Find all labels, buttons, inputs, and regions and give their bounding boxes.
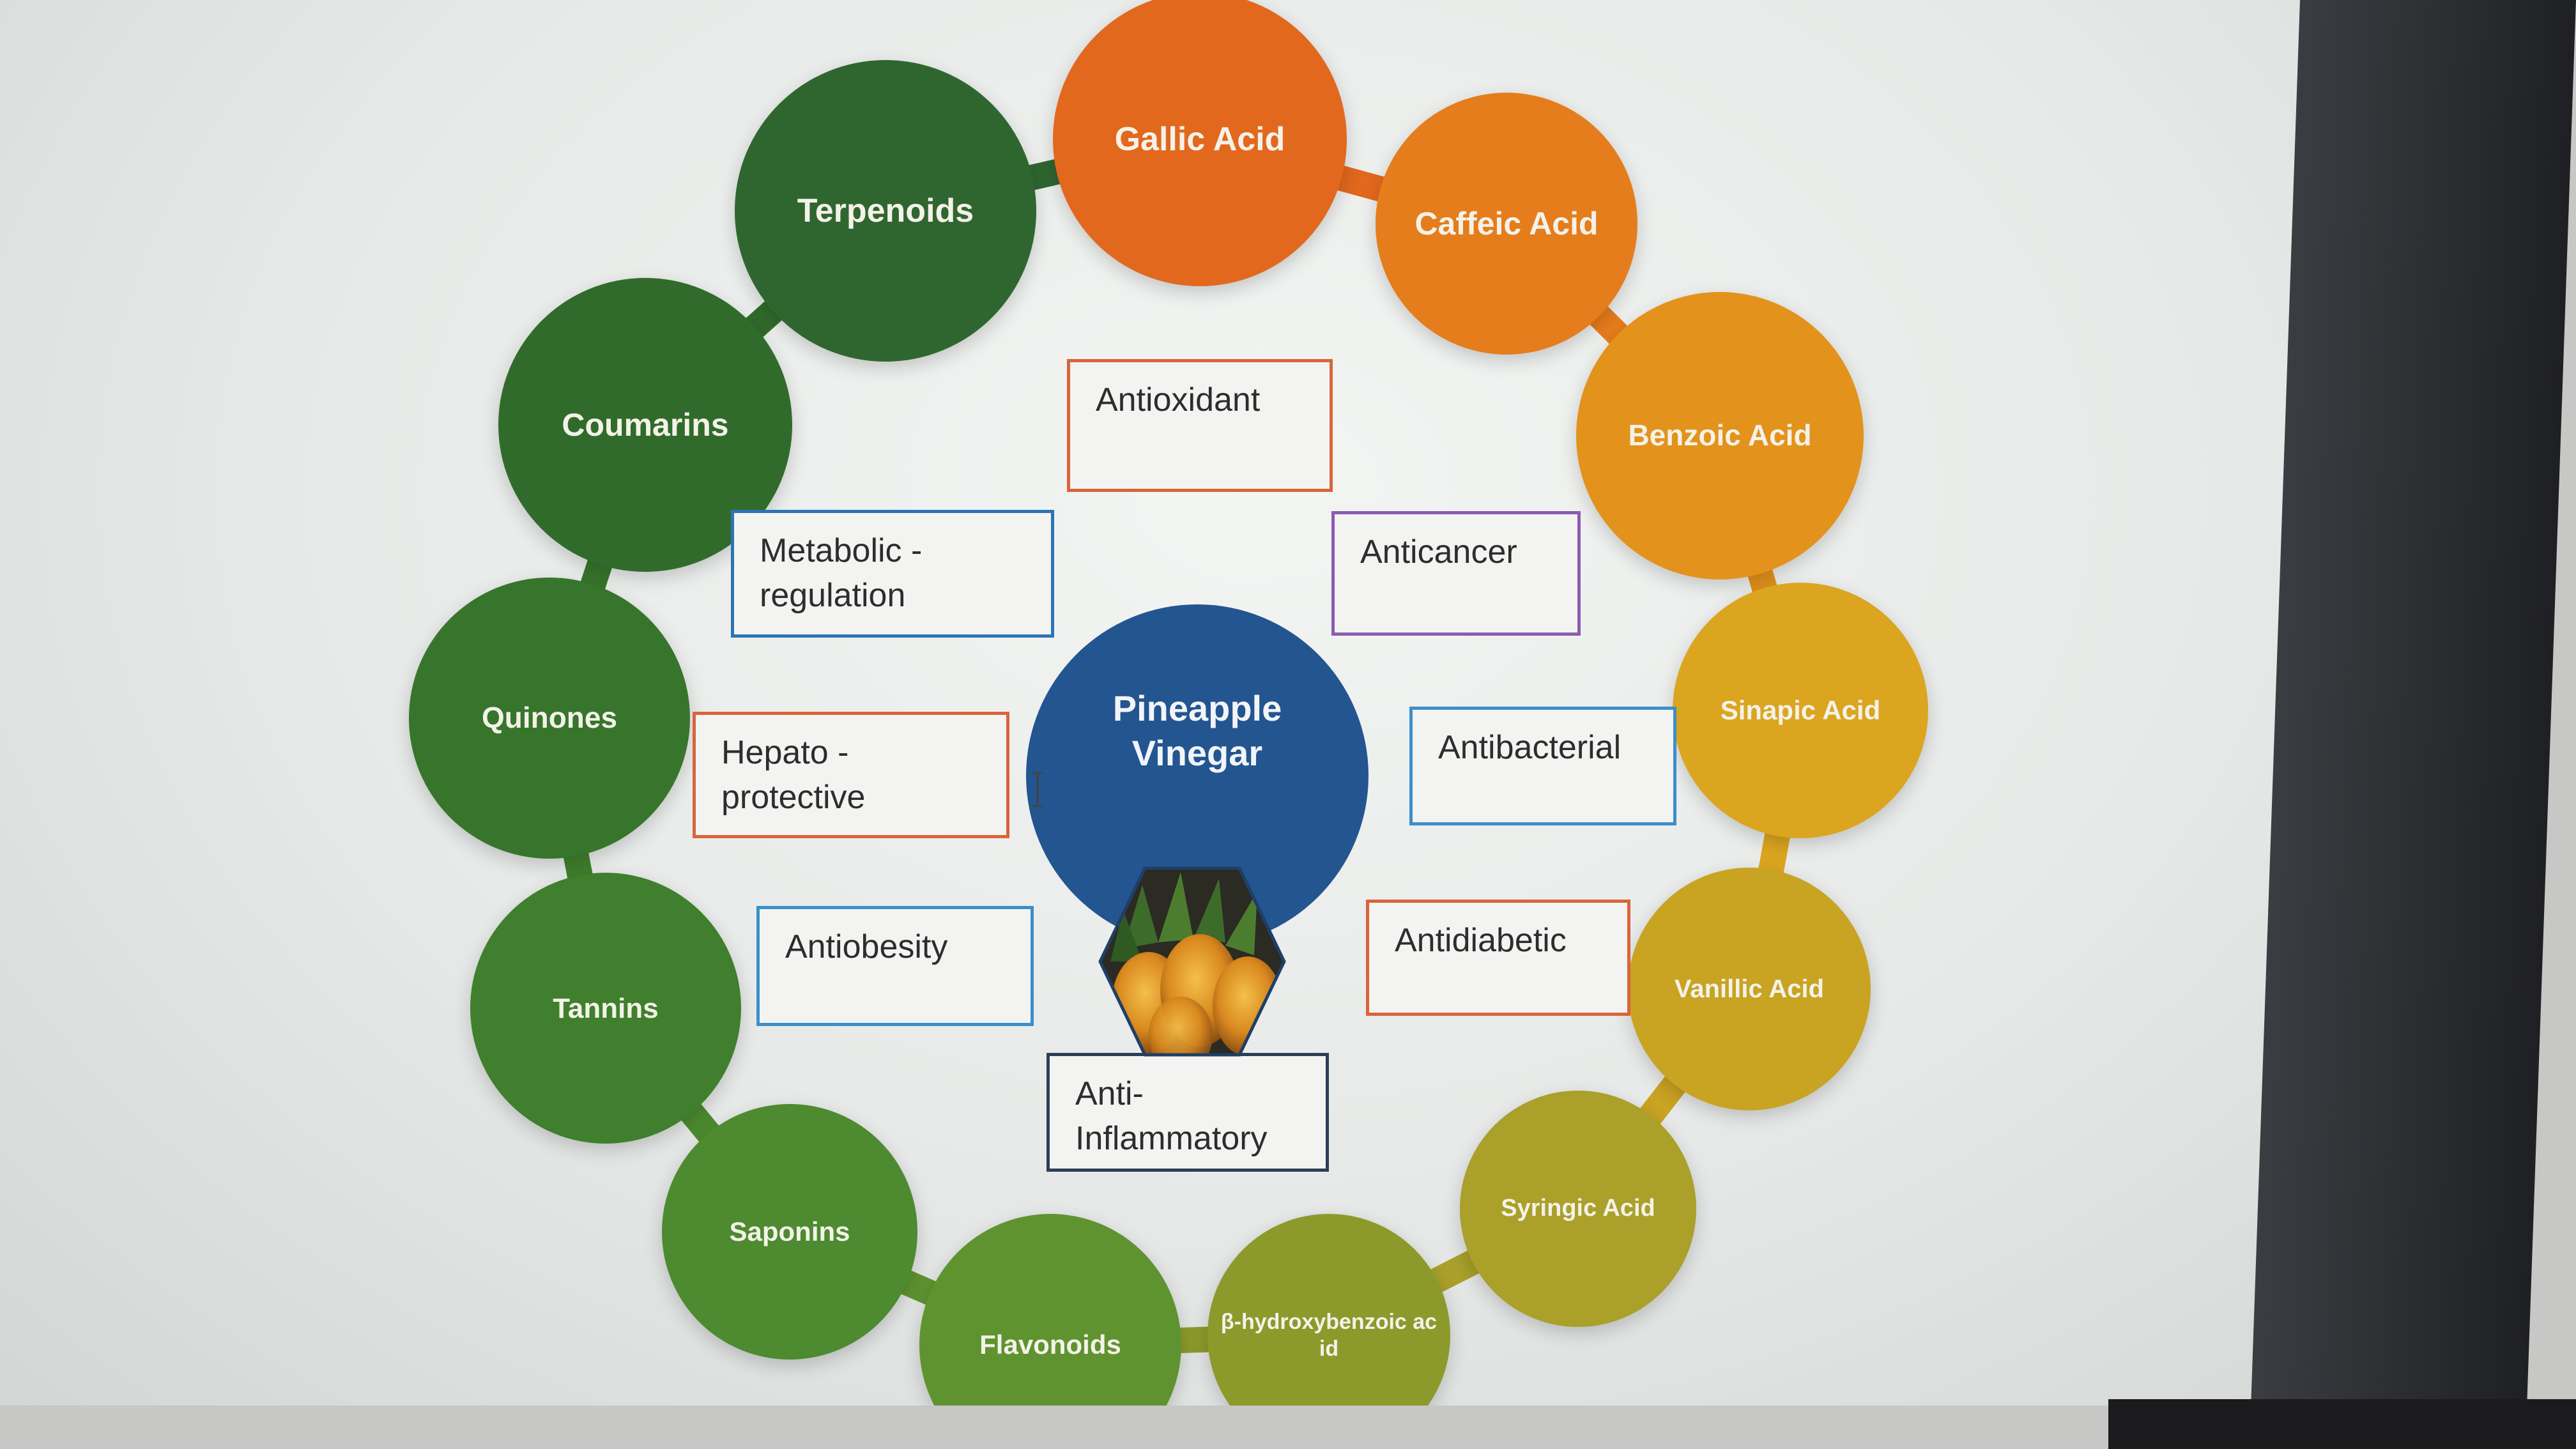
compound-label: β-hydroxybenzoic acid <box>1220 1309 1438 1361</box>
compound-b-hydroxybenzoic-acid: β-hydroxybenzoic acid <box>1208 1214 1450 1406</box>
center-node: Pineapple Vinegar <box>1026 604 1368 947</box>
compound-label: Quinones <box>481 701 618 735</box>
compound-sinapic-acid: Sinapic Acid <box>1673 583 1928 838</box>
compound-terpenoids: Terpenoids <box>735 60 1036 362</box>
effect-label: Anticancer <box>1360 533 1517 571</box>
compound-caffeic-acid: Caffeic Acid <box>1376 93 1637 355</box>
effect-anticancer: Anticancer <box>1331 511 1581 636</box>
compound-benzoic-acid: Benzoic Acid <box>1576 292 1864 579</box>
effect-label: Antidiabetic <box>1395 922 1567 959</box>
effect-antidiabetic: Antidiabetic <box>1366 900 1630 1016</box>
effect-antiobesity: Antiobesity <box>756 906 1034 1026</box>
effect-metabolic-regulation: Metabolic - regulation <box>731 510 1054 638</box>
compound-label: Sinapic Acid <box>1720 694 1881 725</box>
compound-vanillic-acid: Vanillic Acid <box>1628 868 1871 1110</box>
compound-label: Flavonoids <box>979 1329 1121 1360</box>
effect-label: Hepato - protective <box>721 734 866 816</box>
effect-label: Metabolic - regulation <box>760 532 923 615</box>
effect-label: Antioxidant <box>1096 381 1261 418</box>
compound-syringic-acid: Syringic Acid <box>1460 1091 1696 1327</box>
compound-label: Gallic Acid <box>1114 120 1285 158</box>
compound-label: Benzoic Acid <box>1628 418 1812 452</box>
monitor-bezel <box>2249 0 2576 1449</box>
pineapple-hexagon-icon <box>1098 866 1286 1057</box>
compound-label: Caffeic Acid <box>1414 205 1598 241</box>
compound-label: Syringic Acid <box>1501 1195 1655 1222</box>
compound-label: Terpenoids <box>797 192 974 229</box>
compound-gallic-acid: Gallic Acid <box>1053 0 1347 286</box>
compound-tannins: Tannins <box>470 873 741 1144</box>
text-cursor-icon <box>1032 772 1043 808</box>
effect-anti-inflammatory: Anti-Inflammatory <box>1046 1053 1329 1172</box>
taskbar <box>2108 1399 2576 1449</box>
effect-antioxidant: Antioxidant <box>1067 359 1333 492</box>
compound-label: Coumarins <box>562 406 729 443</box>
compound-label: Tannins <box>553 992 659 1024</box>
effect-label: Antiobesity <box>785 928 948 965</box>
effect-label: Antibacterial <box>1438 729 1621 766</box>
center-label: Pineapple Vinegar <box>1112 688 1282 773</box>
effect-antibacterial: Antibacterial <box>1409 707 1676 825</box>
effect-label: Anti-Inflammatory <box>1075 1075 1268 1158</box>
compound-label: Saponins <box>729 1216 850 1246</box>
compound-saponins: Saponins <box>662 1104 917 1360</box>
compound-quinones: Quinones <box>409 578 690 859</box>
compound-label: Vanillic Acid <box>1674 975 1825 1003</box>
effect-hepato-protective: Hepato - protective <box>693 712 1009 838</box>
